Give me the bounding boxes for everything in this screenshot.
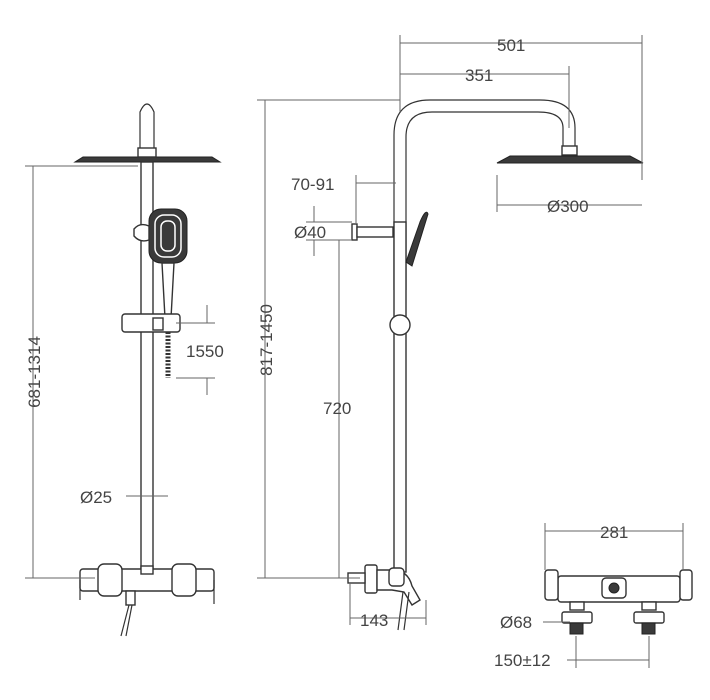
valve-body	[544, 569, 693, 603]
knob-diameter-label: Ø40	[294, 223, 326, 242]
dim-knob-diameter: Ø40	[294, 206, 352, 256]
side-hand-shower	[405, 211, 429, 267]
rail-offset-label: 70-91	[291, 175, 334, 194]
arm-reach-label: 351	[465, 66, 493, 85]
dim-arm-reach: 351	[400, 66, 570, 128]
inlet-centres-label: 150±12	[494, 651, 551, 670]
dim-front-height: 681-1314	[25, 165, 138, 579]
front-slider-bracket	[121, 313, 181, 333]
valve-connector-right	[633, 601, 665, 635]
dim-inlet-centres: 150±12	[494, 636, 650, 670]
side-shower-arm	[393, 99, 576, 290]
dim-rail-offset: 70-91	[291, 175, 396, 223]
side-rail	[393, 221, 407, 573]
dim-rail-diameter: Ø25	[80, 488, 168, 507]
rail-diameter-label: Ø25	[80, 488, 112, 507]
side-view: 501 351 Ø300 70-91 Ø40	[257, 35, 644, 631]
dim-valve-width: 281	[544, 523, 684, 570]
head-diameter-label: Ø300	[547, 197, 589, 216]
dim-hose-length: 1550	[176, 305, 224, 395]
total-width-label: 501	[497, 36, 525, 55]
side-height-label: 817-1450	[257, 304, 276, 376]
dim-rail-height: 720	[323, 240, 351, 578]
front-shower-head	[73, 103, 222, 163]
front-height-label: 681-1314	[25, 336, 44, 408]
connector-diameter-label: Ø68	[500, 613, 532, 632]
front-hand-shower	[133, 208, 188, 319]
valve-connector-left	[561, 601, 593, 635]
rail-height-label: 720	[323, 399, 351, 418]
hose-length-label: 1550	[186, 342, 224, 361]
valve-detail-view: 281 Ø68 150±12	[494, 523, 693, 670]
valve-projection-label: 143	[360, 611, 388, 630]
valve-width-label: 281	[600, 523, 628, 542]
dim-head-diameter: Ø300	[496, 175, 642, 216]
front-view: 681-1314 1550 Ø25	[25, 103, 224, 637]
side-slider-knob	[389, 314, 411, 336]
dim-connector-diameter: Ø68	[500, 613, 570, 632]
dim-side-height: 817-1450	[257, 99, 400, 579]
side-shower-head	[496, 145, 644, 164]
dim-valve-projection: 143	[349, 583, 427, 630]
side-knob	[351, 223, 394, 241]
front-mixer-valve	[79, 563, 215, 637]
